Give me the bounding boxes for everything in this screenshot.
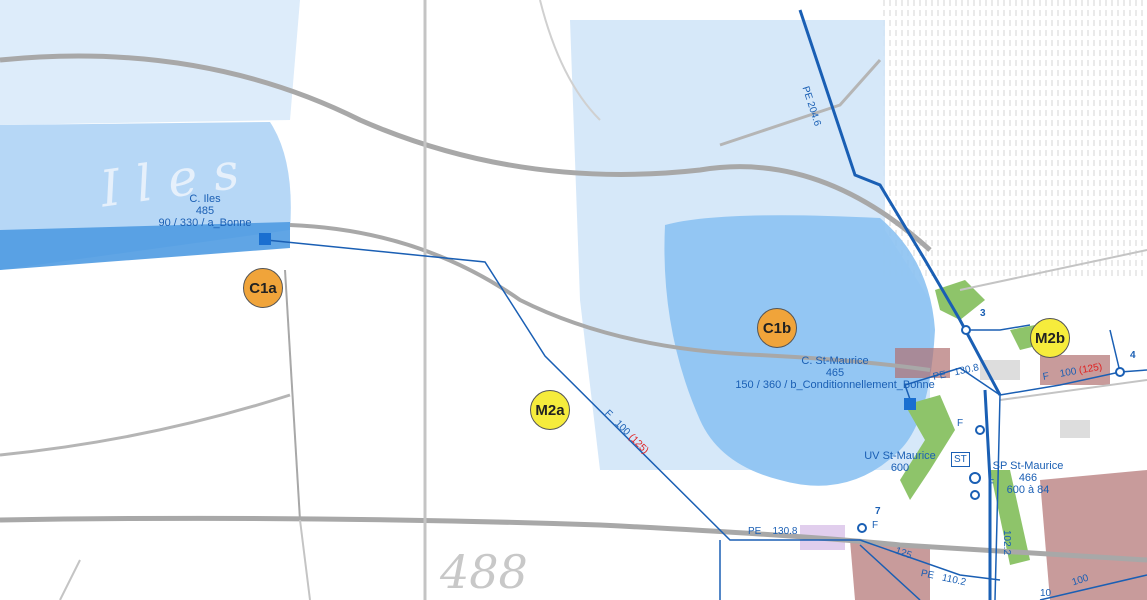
facility-name: UV St-Maurice: [864, 450, 936, 462]
pipe-bottom-right: [1039, 574, 1147, 600]
pipe-to-node-3: [965, 324, 1031, 331]
node-number-3[interactable]: 3: [980, 308, 986, 319]
pipe-node: [970, 490, 980, 500]
pipe-label-f: F: [872, 520, 879, 531]
pipe-node-4: [1109, 329, 1121, 373]
pipe-label-10: 10: [1040, 588, 1052, 599]
road-11: [299, 519, 311, 600]
node-number-4[interactable]: 4: [1130, 350, 1136, 361]
pipe-diameter: 130.8: [772, 526, 798, 537]
vineyard-hatching: [880, 0, 1147, 280]
building-3: [1040, 470, 1147, 600]
pipe-node: [969, 472, 981, 484]
road-9: [999, 379, 1147, 401]
pipe-label-f: F: [957, 418, 964, 429]
road-3: [719, 59, 882, 147]
facility-level: 466: [1018, 472, 1038, 484]
reservoir-c-st-maurice-label[interactable]: C. St-Maurice 465 150 / 360 / b_Conditio…: [735, 355, 935, 391]
pipe-label-102[interactable]: 102.2: [1001, 530, 1012, 555]
pipe-c-iles-to-st-maurice: [265, 239, 860, 541]
facility-spec: 600 à 84: [1006, 484, 1050, 496]
reservoir-name: C. Iles: [189, 193, 221, 205]
reservoir-c-iles-label[interactable]: C. Iles 485 90 / 330 / a_Bonne: [140, 193, 270, 229]
green-area-3: [900, 395, 955, 500]
building-1: [895, 348, 950, 378]
road-4: [0, 515, 1147, 563]
reservoir-level: 485: [195, 205, 215, 217]
elevation-label: 488: [440, 545, 528, 599]
road-10: [539, 0, 601, 121]
uv-st-maurice-label[interactable]: UV St-Maurice 600: [855, 450, 945, 474]
pipe-vertical-102: [983, 389, 992, 600]
reservoir-name: C. St-Maurice: [801, 355, 869, 367]
water-zone-center-dark: [664, 215, 935, 486]
reservoir-c-st-maurice-marker: [904, 398, 916, 410]
road-1: [0, 53, 932, 252]
pipe-node: [975, 425, 985, 435]
pipe-bottom-2: [859, 544, 921, 600]
zone-m2a-marker[interactable]: M2a: [530, 390, 570, 430]
building-7: [1060, 420, 1090, 438]
reservoir-spec: 90 / 330 / a_Bonne: [158, 217, 252, 229]
water-zone-left-top: [0, 0, 300, 125]
pipe-material: PE: [748, 526, 762, 537]
pipe-node: [1115, 367, 1125, 377]
pipe-node: [857, 523, 867, 533]
road-8: [959, 249, 1147, 291]
pipe-diameter: 102.2: [1001, 530, 1012, 556]
st-box[interactable]: ST: [951, 452, 970, 467]
reservoir-c-iles-marker: [259, 233, 271, 245]
reservoir-level: 465: [825, 367, 845, 379]
road-2: [289, 223, 931, 372]
zone-c1b-marker[interactable]: C1b: [757, 308, 797, 348]
facility-value: 600: [890, 462, 910, 474]
road-5: [0, 393, 291, 457]
reservoir-spec: 150 / 360 / b_Conditionnellement_Bonne: [735, 379, 935, 391]
sp-st-maurice-label[interactable]: SP St-Maurice 466 600 à 84: [983, 460, 1073, 496]
green-area-4: [990, 470, 1030, 565]
pipe-material: F: [1042, 370, 1050, 383]
pipe-node: [961, 325, 971, 335]
building-2: [1040, 355, 1110, 385]
zone-m2b-marker[interactable]: M2b: [1030, 318, 1070, 358]
pipe-label-f: F: [988, 478, 995, 489]
road-7: [284, 269, 301, 521]
pipe-vertical-102b: [994, 394, 1001, 600]
node-number-7[interactable]: 7: [875, 506, 881, 517]
building-4: [850, 540, 930, 600]
pipe-pe-110: [859, 539, 1001, 581]
pipe-f-100-right: [999, 369, 1147, 396]
water-zone-left-dark: [0, 222, 290, 270]
facility-name: SP St-Maurice: [992, 460, 1064, 472]
zone-c1a-marker[interactable]: C1a: [243, 268, 283, 308]
road-12: [59, 559, 81, 600]
green-area-1: [935, 280, 985, 320]
pipe-pe-130-right: [904, 367, 1001, 406]
pipe-label-pe-130-bottom[interactable]: PE 130.8: [748, 526, 798, 537]
